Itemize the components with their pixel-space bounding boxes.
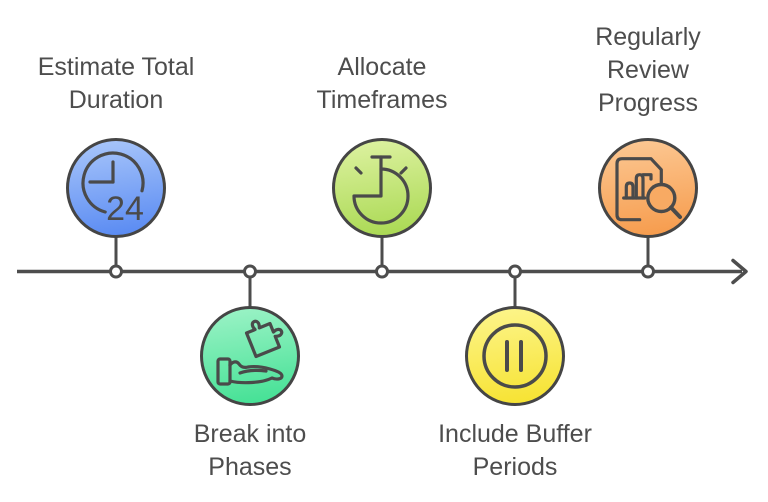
stopwatch-icon (351, 154, 410, 225)
label-line: Review (607, 56, 689, 84)
hand-puzzle-icon (215, 319, 284, 386)
step-3-label: Allocate Timeframes (316, 51, 447, 117)
step-5-label: Regularly Review Progress (595, 21, 701, 120)
step-2-label: Break into Phases (194, 418, 307, 484)
label-line: Timeframes (316, 86, 448, 114)
arrowhead-icon (731, 258, 748, 285)
clock-24-icon: 24 (80, 150, 145, 228)
label-line: Include Buffer (438, 420, 592, 448)
label-line: Duration (68, 86, 164, 114)
label-line: Progress (597, 89, 699, 117)
label-line: Regularly (595, 23, 701, 51)
label-line: Estimate Total (37, 53, 195, 81)
clock-24-number: 24 (106, 190, 144, 228)
step-1-bubble: 24 (66, 138, 166, 238)
step-3-bubble (332, 138, 432, 238)
label-line: Periods (472, 453, 558, 481)
document-search-icon (614, 156, 682, 221)
step-2-bubble (200, 306, 300, 406)
timeline-node-dot (109, 264, 123, 279)
magnifier-lens (645, 182, 677, 213)
timeline-node-dot (508, 264, 522, 279)
step-4-label: Include Buffer Periods (438, 418, 592, 484)
label-line: Allocate (337, 53, 427, 81)
step-5-bubble (598, 138, 698, 238)
timeline-node-dot (243, 264, 257, 279)
timeline-node-dot (641, 264, 655, 279)
pause-icon (481, 322, 548, 389)
label-line: Phases (208, 453, 292, 481)
label-line: Break into (193, 420, 307, 448)
timeline-node-dot (375, 264, 389, 279)
step-4-bubble (465, 306, 565, 406)
step-1-label: Estimate Total Duration (38, 51, 195, 117)
